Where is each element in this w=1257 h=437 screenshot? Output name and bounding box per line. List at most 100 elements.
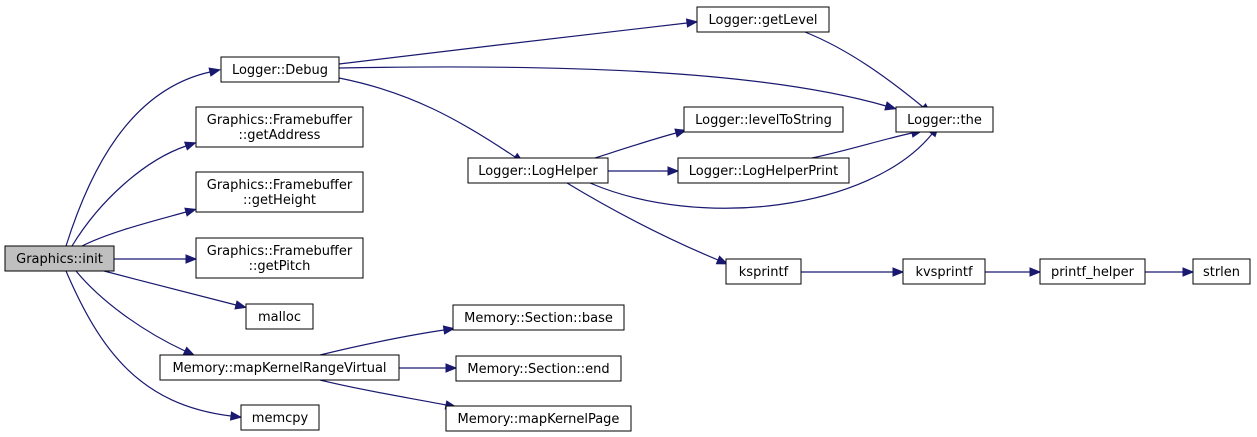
node-printf_helper[interactable]: printf_helper xyxy=(1039,258,1146,285)
node-label: Logger::the xyxy=(907,113,982,128)
node-strlen[interactable]: strlen xyxy=(1192,258,1251,285)
edge-logger_loghelper-to-logger_leveltostring xyxy=(594,128,687,159)
node-logger_debug[interactable]: Logger::Debug xyxy=(220,56,340,83)
node-box[interactable] xyxy=(895,106,994,133)
edge-line xyxy=(65,71,211,247)
node-box[interactable] xyxy=(195,106,364,148)
node-logger_leveltostring[interactable]: Logger::levelToString xyxy=(683,106,844,133)
node-box[interactable] xyxy=(445,405,632,432)
edge-graphics_init-to-fb_getheight xyxy=(81,207,197,247)
edge-line xyxy=(338,66,887,107)
node-malloc[interactable]: malloc xyxy=(245,303,314,330)
edge-line xyxy=(338,77,516,158)
arrowhead-icon xyxy=(667,166,680,176)
node-label: Graphics::Framebuffer xyxy=(207,244,353,259)
edge-ksprintf-to-kvsprintf xyxy=(801,267,905,277)
node-box[interactable] xyxy=(4,245,115,272)
node-label: Logger::Debug xyxy=(232,63,328,78)
edge-logger_loghelper-to-logger_loghelperprint xyxy=(607,166,680,176)
node-graphics_init[interactable]: Graphics::init xyxy=(4,245,115,272)
node-box[interactable] xyxy=(725,258,802,285)
node-box[interactable] xyxy=(1039,258,1146,285)
edge-line xyxy=(811,132,913,159)
arrowhead-icon xyxy=(234,300,248,310)
arrowhead-icon xyxy=(715,255,729,265)
node-box[interactable] xyxy=(696,6,830,33)
node-section_base[interactable]: Memory::Section::base xyxy=(452,304,625,331)
edge-logger_debug-to-logger_the xyxy=(338,66,897,111)
edge-logger_loghelper-to-ksprintf xyxy=(566,182,729,265)
node-fb_getheight[interactable]: Graphics::Framebuffer::getHeight xyxy=(195,171,364,213)
edge-line xyxy=(103,270,237,306)
node-mapkernelrangevirtual[interactable]: Memory::mapKernelRangeVirtual xyxy=(159,354,400,381)
node-box[interactable] xyxy=(683,106,844,133)
node-box[interactable] xyxy=(159,354,400,381)
arrowhead-icon xyxy=(685,18,699,28)
node-section_end[interactable]: Memory::Section::end xyxy=(455,355,622,382)
node-label: Memory::mapKernelRangeVirtual xyxy=(172,361,386,376)
edge-mapkernelrangevirtual-to-section_base xyxy=(319,325,456,356)
node-label: malloc xyxy=(258,310,301,325)
edge-graphics_init-to-logger_debug xyxy=(65,67,222,247)
node-box[interactable] xyxy=(902,258,986,285)
edge-logger_debug-to-logger_getlevel xyxy=(338,18,699,65)
arrowhead-icon xyxy=(674,128,687,138)
node-fb_getaddress[interactable]: Graphics::Framebuffer::getAddress xyxy=(195,106,364,148)
node-box[interactable] xyxy=(1192,258,1251,285)
node-label: ::getHeight xyxy=(243,193,316,208)
node-label: Graphics::Framebuffer xyxy=(207,178,353,193)
node-label: Graphics::init xyxy=(16,252,103,267)
node-box[interactable] xyxy=(195,237,364,279)
node-logger_the[interactable]: Logger::the xyxy=(895,106,994,133)
node-memcpy[interactable]: memcpy xyxy=(240,404,320,431)
arrowhead-icon xyxy=(442,325,456,335)
node-label: Logger::getLevel xyxy=(708,13,817,28)
node-label: Logger::LogHelperPrint xyxy=(689,164,838,179)
node-label: kvsprintf xyxy=(915,265,973,280)
node-label: printf_helper xyxy=(1051,265,1135,280)
edge-line xyxy=(566,182,719,261)
node-label: ::getPitch xyxy=(249,259,311,274)
node-box[interactable] xyxy=(195,171,364,213)
node-label: ksprintf xyxy=(739,265,789,280)
node-logger_loghelperprint[interactable]: Logger::LogHelperPrint xyxy=(677,157,850,184)
node-label: Memory::mapKernelPage xyxy=(458,412,620,427)
arrowhead-icon xyxy=(182,346,196,356)
node-ksprintf[interactable]: ksprintf xyxy=(725,258,802,285)
node-label: Logger::levelToString xyxy=(695,113,832,128)
arrowhead-icon xyxy=(184,207,197,217)
node-logger_getlevel[interactable]: Logger::getLevel xyxy=(696,6,830,33)
node-mapkernelpage[interactable]: Memory::mapKernelPage xyxy=(445,405,632,432)
node-label: strlen xyxy=(1203,265,1240,280)
node-logger_loghelper[interactable]: Logger::LogHelper xyxy=(467,157,609,184)
arrowhead-icon xyxy=(1029,267,1042,277)
node-label: memcpy xyxy=(252,411,309,426)
edge-printf_helper-to-strlen xyxy=(1145,267,1195,277)
edge-logger_loghelperprint-to-logger_the xyxy=(811,128,924,159)
node-box[interactable] xyxy=(220,56,340,83)
edge-logger_debug-to-logger_loghelper xyxy=(338,77,525,164)
edges-layer xyxy=(65,18,1195,421)
edge-graphics_init-to-mapkernelrangevirtual xyxy=(75,270,196,356)
arrowhead-icon xyxy=(1182,267,1195,277)
edge-graphics_init-to-fb_getaddress xyxy=(71,141,197,247)
arrowhead-icon xyxy=(208,67,222,77)
arrowhead-icon xyxy=(183,141,197,151)
node-box[interactable] xyxy=(455,355,622,382)
node-box[interactable] xyxy=(467,157,609,184)
node-kvsprintf[interactable]: kvsprintf xyxy=(902,258,986,285)
node-box[interactable] xyxy=(245,303,314,330)
edge-line xyxy=(71,145,187,247)
edge-graphics_init-to-malloc xyxy=(103,270,248,310)
edge-line xyxy=(319,329,445,356)
nodes-layer: Graphics::init Logger::DebugGraphics::Fra… xyxy=(4,6,1251,432)
node-fb_getpitch[interactable]: Graphics::Framebuffer::getPitch xyxy=(195,237,364,279)
node-box[interactable] xyxy=(240,404,320,431)
edge-line xyxy=(594,132,677,159)
edge-line xyxy=(319,379,447,406)
node-label: Memory::Section::end xyxy=(467,362,609,377)
node-label: Graphics::Framebuffer xyxy=(207,113,353,128)
node-box[interactable] xyxy=(452,304,625,331)
node-box[interactable] xyxy=(677,157,850,184)
